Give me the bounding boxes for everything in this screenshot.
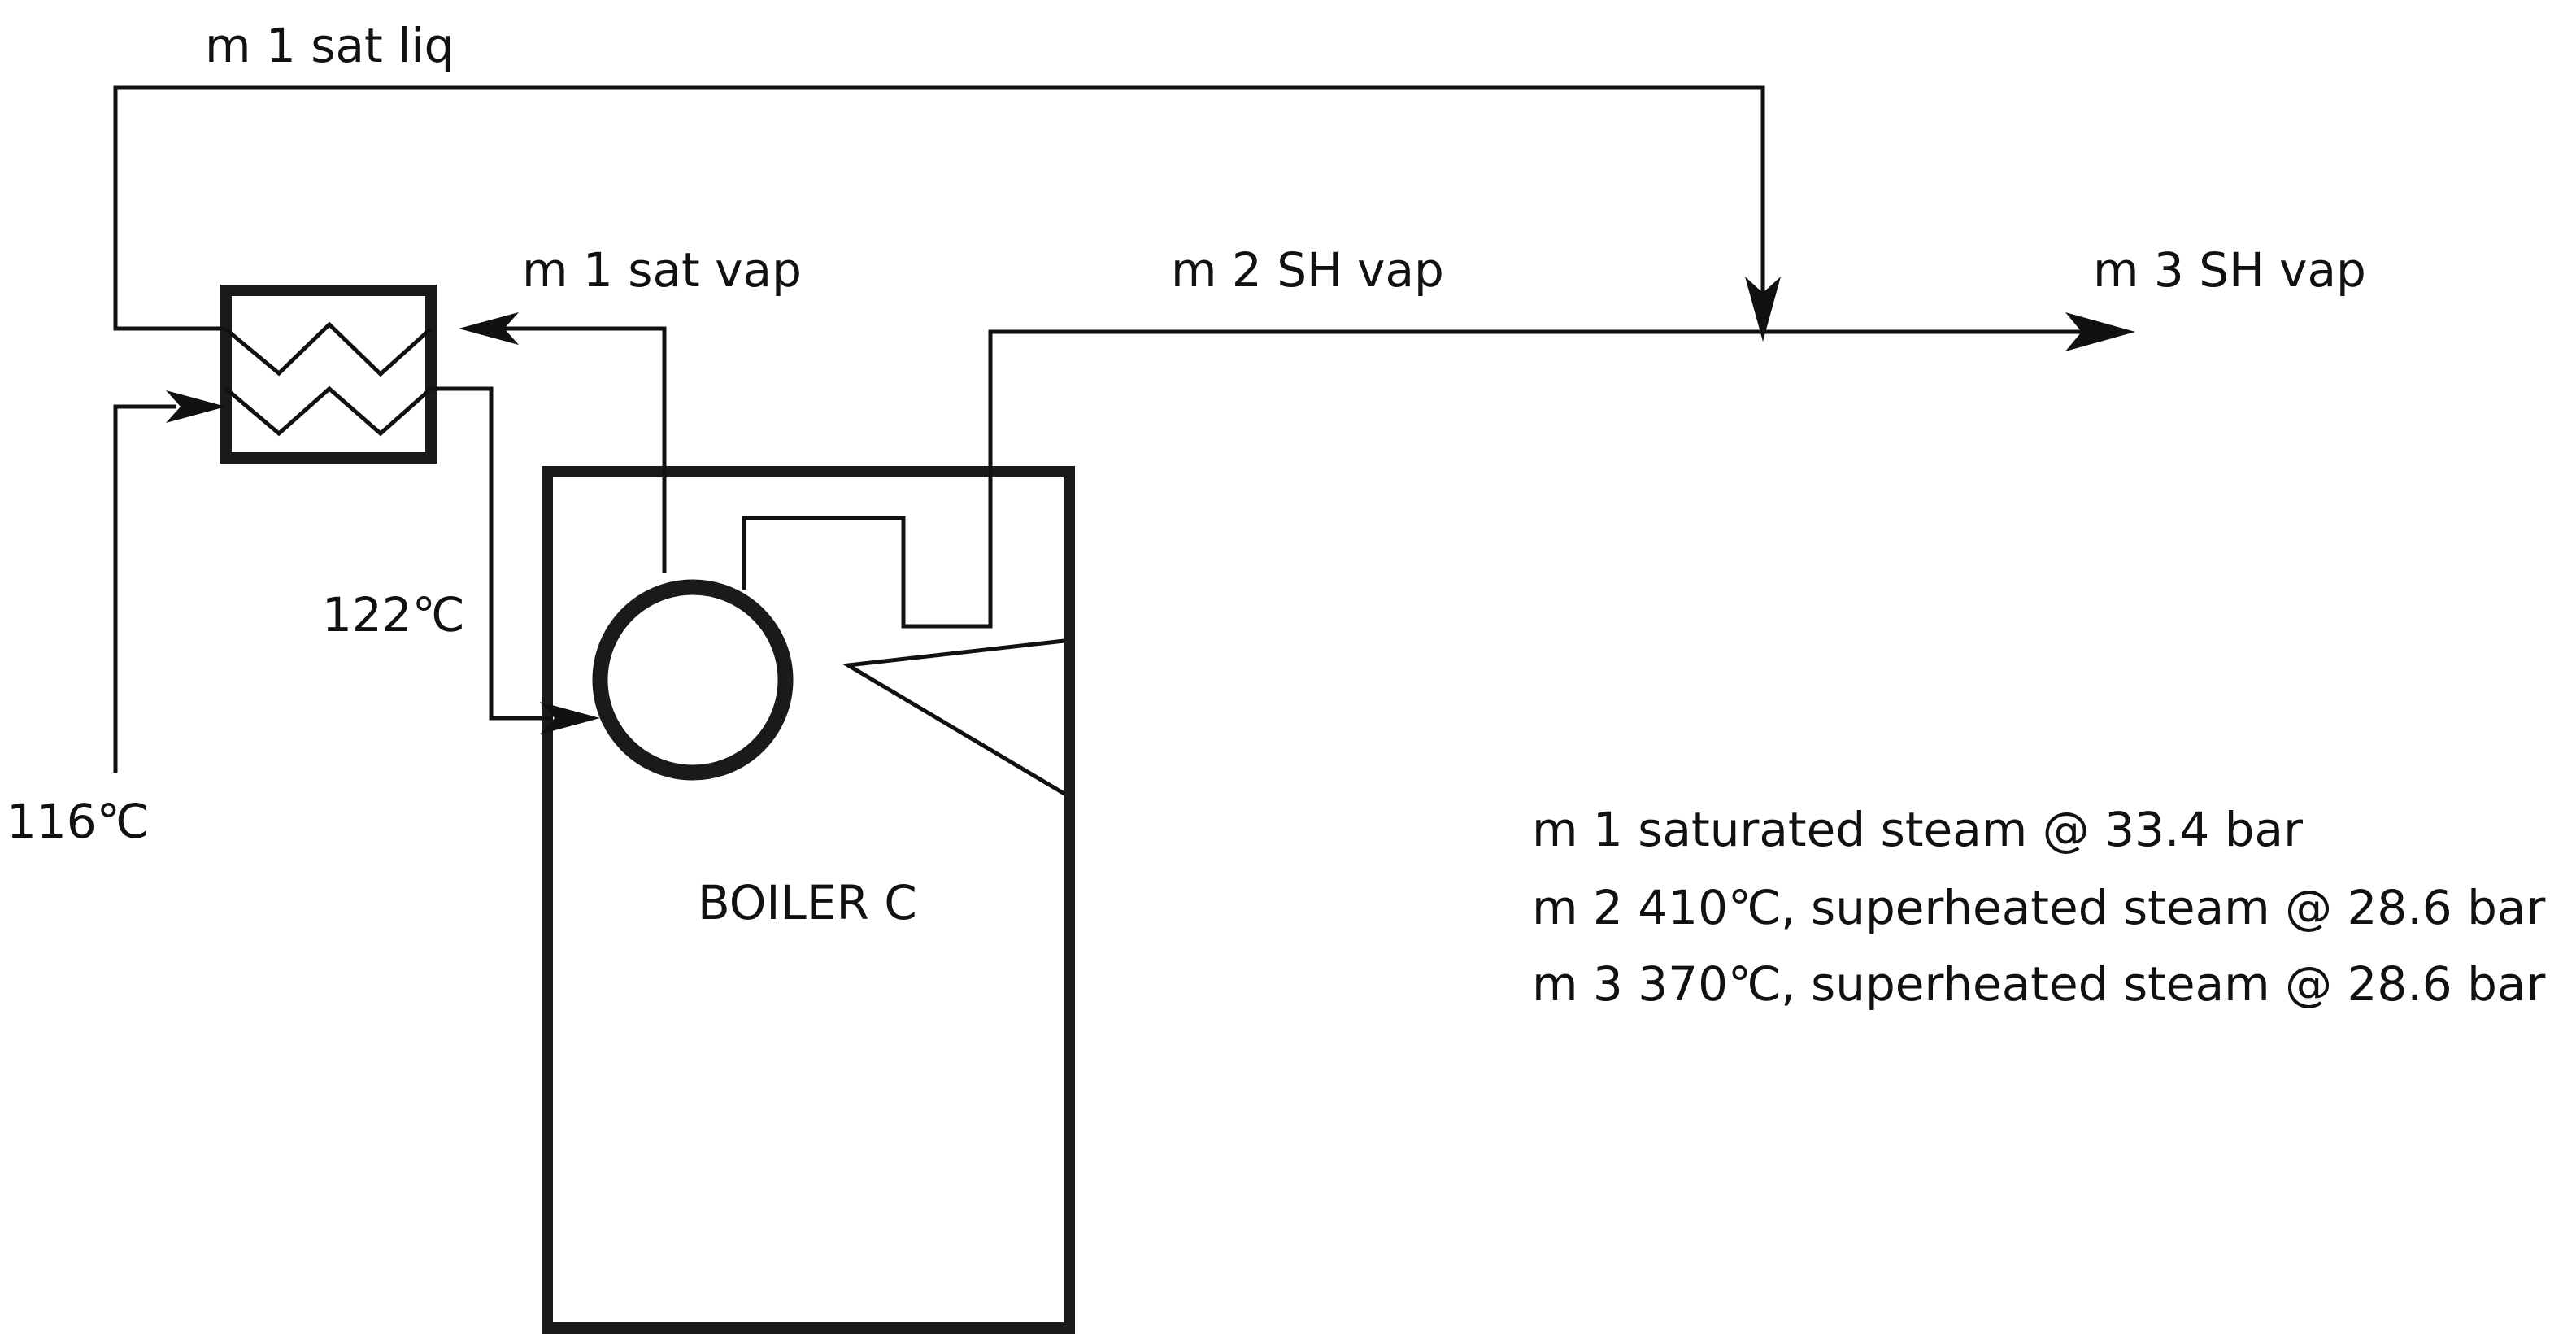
label-temp-122: 122℃ (322, 587, 465, 642)
feedwater-to-drum-line (431, 386, 553, 721)
arrow-into-drum (540, 702, 600, 734)
label-m2-sh-vap: m 2 SH vap (1171, 242, 1444, 298)
arrow-mixing-junction (1745, 277, 1781, 342)
steam-drum (592, 579, 794, 781)
note-m1: m 1 saturated steam @ 33.4 bar (1532, 802, 2303, 857)
note-m3: m 3 370℃, superheated steam @ 28.6 bar (1532, 956, 2545, 1012)
note-m2: m 2 410℃, superheated steam @ 28.6 bar (1532, 880, 2545, 935)
arrow-m3-outlet (2065, 312, 2135, 351)
exchanger-coil-upper (224, 321, 433, 377)
feedwater-inlet-line (113, 404, 176, 773)
m1-sat-liq-line (113, 85, 1765, 331)
burner-wedge (842, 638, 1066, 796)
heat-exchanger (220, 285, 437, 464)
label-boiler-c: BOILER C (698, 875, 917, 930)
label-m1-sat-vap: m 1 sat vap (522, 242, 802, 298)
arrow-feedwater-into-exchanger (166, 390, 226, 423)
boiler-c-body (542, 466, 1075, 1334)
superheater-loop (742, 329, 1763, 629)
arrow-into-exchanger-vap (459, 312, 519, 345)
label-m1-sat-liq: m 1 sat liq (205, 18, 454, 73)
exchanger-coil-lower (224, 385, 433, 437)
label-m3-sh-vap: m 3 SH vap (2093, 242, 2366, 298)
label-temp-116: 116℃ (7, 794, 150, 849)
m1-sat-vap-line (480, 326, 667, 573)
